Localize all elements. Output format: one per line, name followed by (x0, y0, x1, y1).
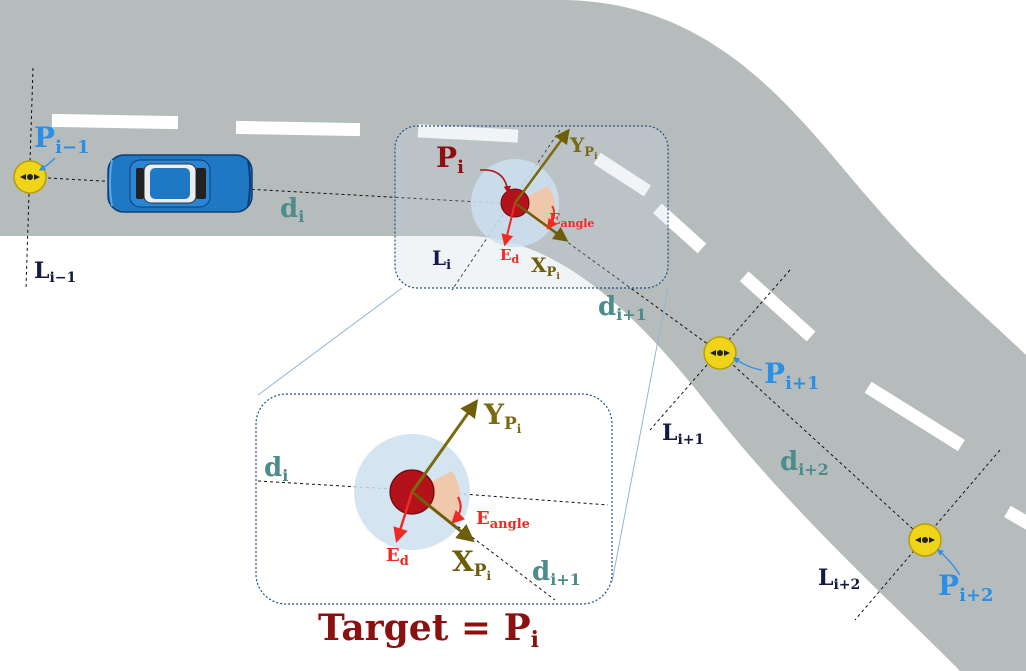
line-l-next2 (854, 449, 1001, 621)
label-l-curr: Li (432, 246, 451, 273)
angle-wedge-large (412, 471, 460, 522)
label-d-next2: di+2 (780, 447, 829, 479)
x-axis-arrow-large (411, 490, 475, 543)
label-inset-x-axis: XPi (452, 545, 492, 583)
target-large (354, 399, 479, 550)
error-d-arrow-large (393, 491, 414, 543)
y-axis-arrow-large (410, 399, 479, 493)
lane-markings (51, 113, 1026, 538)
label-x-axis-small: XPi (531, 253, 560, 282)
waypoint-marker-icon (13, 160, 942, 557)
error-angle-arc-small (546, 205, 558, 230)
label-pointers (38, 157, 961, 576)
car-top-view-icon (107, 154, 253, 213)
x-axis-arrow-small (514, 201, 569, 242)
label-d-i: di (280, 194, 304, 226)
label-p-prev: Pi−1 (34, 121, 90, 158)
label-e-d-small: Ed (500, 246, 519, 266)
label-e-angle-small: Eangle (549, 210, 594, 230)
label-l-next: Li+1 (662, 420, 704, 448)
label-p-curr: Pi (436, 141, 464, 178)
angle-wedge-small (515, 186, 556, 230)
error-angle-arc-large (451, 496, 466, 524)
label-p-next: Pi+1 (764, 357, 820, 394)
label-inset-d-i: di (264, 453, 288, 485)
label-inset-e-angle: Eangle (476, 508, 530, 532)
label-d-next: di+1 (598, 292, 647, 324)
label-l-prev: Li−1 (34, 258, 76, 286)
label-inset-d-next: di+1 (532, 557, 581, 589)
error-d-arrow-small (501, 202, 516, 247)
p-i-pointer (479, 169, 511, 194)
target-inset-box (255, 393, 613, 605)
label-p-next2: Pi+2 (938, 569, 994, 606)
label-y-axis-small: YPi (569, 133, 598, 162)
zoom-connectors (257, 287, 669, 583)
target-small (471, 128, 570, 247)
label-inset-e-d: Ed (386, 545, 409, 569)
path-line-d-i2 (719, 352, 926, 541)
label-l-next2: Li+2 (818, 565, 860, 593)
y-axis-arrow-small (513, 128, 570, 204)
label-inset-y-axis: YPi (483, 398, 522, 436)
target-caption: Target = Pi (318, 607, 539, 653)
